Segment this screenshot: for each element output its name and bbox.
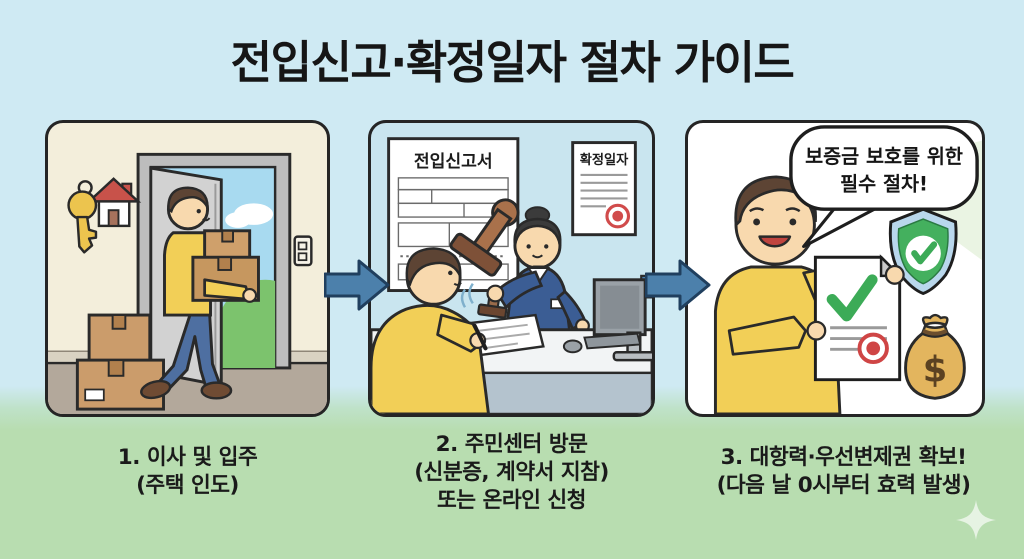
shoe: [140, 379, 172, 400]
hand: [242, 287, 258, 303]
dollar-sign: $: [923, 350, 948, 391]
confirmed-date-title: 확정일자: [580, 151, 629, 168]
step-caption-3: 3. 대항력·우선변제권 확보! (다음 날 0시부터 효력 발생): [663, 444, 1024, 500]
intercom-icon: [293, 235, 313, 267]
step-panel-protection: $ 보증금 보호를 위한 필수 절차!: [685, 120, 985, 417]
caption-line: 2. 주민센터 방문: [435, 432, 588, 457]
caption-line: 3. 대항력·우선변제권 확보!: [720, 445, 967, 470]
applicant-shirt: [371, 303, 490, 414]
money-bag-icon: $: [904, 313, 966, 400]
caption-line: (다음 날 0시부터 효력 발생): [716, 473, 971, 498]
shield-check-icon: [888, 207, 958, 296]
lower-arm: [727, 315, 807, 356]
motion-lines: [468, 282, 474, 304]
step-caption-1: 1. 이사 및 입주 (주택 인도): [45, 444, 330, 500]
community-center-illustration: 전입신고서 확정일자: [371, 137, 652, 414]
moving-in-illustration: [48, 152, 327, 414]
key-icon: [67, 180, 98, 254]
caption-line: 또는 온라인 신청: [437, 488, 586, 513]
bush: [214, 279, 276, 368]
step-panel-community-center: 전입신고서 확정일자: [368, 120, 655, 417]
smile: [758, 235, 792, 248]
hand: [806, 320, 827, 341]
jeans: [154, 310, 222, 394]
stamp-icon: [449, 198, 520, 277]
hand: [884, 264, 905, 285]
stamping-hand: [460, 270, 544, 319]
step-panel-moving-in: [45, 120, 330, 417]
arrow-right-icon: [645, 259, 711, 311]
keyboard-icon: [583, 332, 642, 350]
caption-line: 1. 이사 및 입주: [117, 445, 258, 470]
protection-illustration: $ 보증금 보호를 위한 필수 절차!: [713, 125, 982, 414]
speech-line-2: 필수 절차!: [840, 173, 928, 196]
page-title: 전입신고·확정일자 절차 가이드: [230, 36, 795, 89]
pen-icon: [472, 323, 488, 351]
speech-bubble: 보증금 보호를 위한 필수 절차!: [789, 125, 979, 249]
arrow-right-icon: [324, 259, 390, 311]
applicant-illustration: [371, 247, 490, 414]
caption-line: (주택 인도): [136, 473, 239, 498]
confirmed-date-document: 확정일자: [571, 141, 637, 237]
mouse-icon: [562, 339, 583, 354]
monitor-icon: [592, 274, 652, 362]
approved-document: [806, 254, 905, 382]
step-caption-2: 2. 주민센터 방문 (신분증, 계약서 지참) 또는 온라인 신청: [358, 431, 665, 515]
hair: [167, 186, 209, 214]
shoe: [200, 381, 233, 400]
applicant-hair: [405, 247, 462, 287]
clerk-hair: [513, 217, 562, 246]
moving-person-illustration: [140, 186, 260, 400]
sparkle-icon: [956, 500, 996, 540]
speech-line-1: 보증금 보호를 위한: [805, 145, 963, 168]
check-mark-icon: [826, 274, 878, 322]
house-keychain-icon: [85, 177, 142, 228]
caption-line: (신분증, 계약서 지참): [414, 460, 609, 485]
moving-in-form-title: 전입신고서: [414, 151, 493, 172]
